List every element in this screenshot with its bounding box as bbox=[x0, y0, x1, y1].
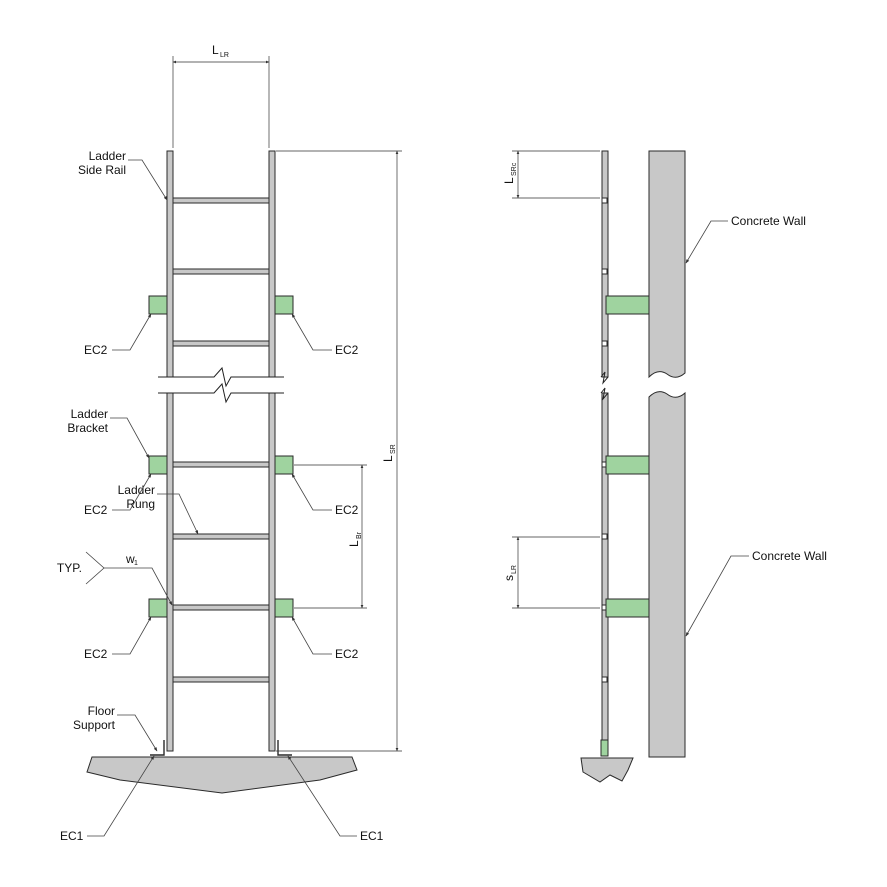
bracket-leader bbox=[110, 417, 150, 459]
weld-leader bbox=[104, 567, 173, 606]
right-side-rail-lower bbox=[268, 392, 276, 752]
break-line-upper bbox=[158, 366, 284, 388]
side-floor-support bbox=[600, 739, 609, 757]
side-rail-label-line1: Ladder bbox=[89, 149, 126, 163]
ladder-rung bbox=[172, 676, 270, 683]
dim-bracket-spacing-text: L Br bbox=[347, 531, 363, 547]
rung-label-line2: Rung bbox=[126, 497, 155, 511]
ladder-bracket bbox=[148, 598, 168, 618]
dim-rung-spacing-label: s bbox=[502, 575, 516, 581]
ec2-upper-right-leader bbox=[291, 313, 332, 351]
concrete-wall-label-upper: Concrete Wall bbox=[731, 214, 806, 228]
break-line-lower bbox=[158, 382, 284, 404]
right-side-rail-upper bbox=[268, 150, 276, 378]
side-rail-upper bbox=[601, 150, 609, 378]
floor-slab bbox=[86, 756, 358, 794]
ec2-mid-left-label: EC2 bbox=[84, 503, 108, 517]
concrete-wall-leader-lower bbox=[685, 555, 749, 637]
concrete-wall-label-lower: Concrete Wall bbox=[752, 549, 827, 563]
ec2-low-left-leader bbox=[112, 616, 152, 655]
ladder-rung bbox=[172, 268, 270, 275]
weld-label: w bbox=[125, 552, 135, 566]
dim-rail-length-text: L SR bbox=[381, 444, 397, 462]
rung-leader bbox=[157, 493, 199, 535]
rung-end bbox=[601, 268, 608, 275]
ec2-low-right-label: EC2 bbox=[335, 647, 359, 661]
side-bracket bbox=[605, 455, 650, 475]
ec2-low-right-leader bbox=[291, 616, 332, 655]
left-side-rail-lower bbox=[166, 392, 174, 752]
side-rail-break bbox=[600, 371, 609, 401]
floor-slab-side bbox=[580, 757, 634, 783]
ec1-left-label: EC1 bbox=[60, 829, 84, 843]
ladder-rung bbox=[172, 197, 270, 204]
rung-label-line1: Ladder bbox=[118, 483, 155, 497]
ladder-rung bbox=[172, 533, 270, 540]
ladder-bracket bbox=[274, 295, 294, 315]
dim-rung-spacing-text: s LR bbox=[502, 565, 518, 581]
dim-rail-length-label: L bbox=[381, 455, 395, 462]
side-rail-leader bbox=[128, 159, 168, 201]
left-side-rail-upper bbox=[166, 150, 174, 378]
ec2-mid-left-leader bbox=[112, 473, 152, 511]
floor-support-right bbox=[277, 740, 292, 756]
side-bracket bbox=[605, 598, 650, 618]
ladder-bracket bbox=[148, 295, 168, 315]
dim-rung-spacing-subscript: LR bbox=[511, 565, 518, 574]
dim-rail-length-subscript: SR bbox=[390, 444, 397, 454]
dim-bracket-spacing-label: L bbox=[347, 540, 361, 547]
ec1-right-label: EC1 bbox=[360, 829, 384, 843]
ladder-rung bbox=[172, 461, 270, 468]
ec1-right-leader bbox=[287, 755, 357, 837]
side-rail-lower bbox=[601, 392, 609, 741]
typ-bracket-mark bbox=[85, 551, 105, 585]
ec2-mid-right-leader bbox=[291, 473, 332, 511]
dim-rail-end-text: L SRc bbox=[502, 162, 518, 184]
bracket-label-line2: Bracket bbox=[67, 421, 108, 435]
concrete-wall-lower bbox=[648, 391, 686, 758]
bracket-label-line1: Ladder bbox=[71, 407, 108, 421]
side-bracket bbox=[605, 295, 650, 315]
ladder-bracket bbox=[274, 455, 294, 475]
rung-end bbox=[601, 197, 608, 204]
rung-end bbox=[601, 533, 608, 540]
dim-rail-end-label: L bbox=[502, 177, 516, 184]
ec2-upper-left-leader bbox=[112, 313, 152, 351]
side-view: L SRc s LR Concrete Wall Concrete Wall bbox=[502, 150, 827, 783]
weld-subscript: 1 bbox=[134, 560, 138, 567]
dim-bracket-spacing-subscript: Br bbox=[356, 531, 363, 539]
ladder-rung bbox=[172, 340, 270, 347]
concrete-wall-upper bbox=[648, 150, 686, 379]
ladder-bracket bbox=[274, 598, 294, 618]
floor-support-label-line2: Support bbox=[73, 718, 116, 732]
dim-rail-spacing-subscript: LR bbox=[220, 52, 229, 59]
floor-support-left bbox=[150, 740, 165, 756]
ec2-upper-left-label: EC2 bbox=[84, 343, 108, 357]
typ-label: TYP. bbox=[57, 561, 82, 575]
front-view: L LR L SR L Br Ladder Side Rail Ladder B… bbox=[57, 43, 402, 843]
side-rail-label-line2: Side Rail bbox=[78, 163, 126, 177]
rung-end bbox=[601, 340, 608, 347]
ec2-low-left-label: EC2 bbox=[84, 647, 108, 661]
concrete-wall-leader-upper bbox=[685, 220, 728, 264]
dim-rail-spacing-label: L bbox=[212, 43, 219, 57]
ec1-left-leader bbox=[87, 755, 155, 837]
ec2-mid-right-label: EC2 bbox=[335, 503, 359, 517]
floor-support-label-line1: Floor bbox=[88, 704, 115, 718]
rung-end bbox=[601, 676, 608, 683]
dim-rail-end-subscript: SRc bbox=[511, 162, 518, 176]
ec2-upper-right-label: EC2 bbox=[335, 343, 359, 357]
floor-support-leader bbox=[117, 714, 158, 752]
ladder-rung bbox=[172, 604, 270, 611]
ladder-bracket bbox=[148, 455, 168, 475]
